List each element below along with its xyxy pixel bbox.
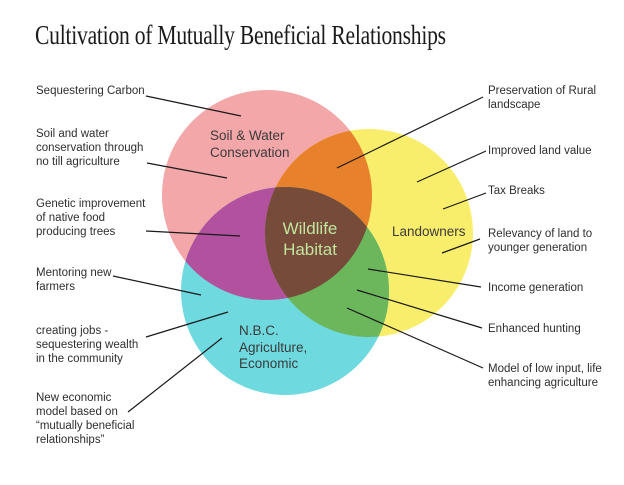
connector-sequestering-carbon <box>145 95 242 117</box>
label-genetic-improvement: Genetic improvement of native food produ… <box>36 198 146 238</box>
label-soil-water-conservation: Soil and water conservation through no t… <box>36 128 144 168</box>
label-creating-jobs: creating jobs - sequestering wealth in t… <box>36 325 139 365</box>
soil-water-circle-label: Soil & Water Conservation <box>210 128 290 160</box>
label-preservation-rural: Preservation of Rural landscape <box>488 85 597 111</box>
connector-income-generation <box>367 268 482 288</box>
label-income-generation: Income generation <box>488 282 584 294</box>
label-low-input-model: Model of low input, life enhancing agric… <box>488 363 602 389</box>
wildlife-habitat-label: Wildlife Habitat <box>282 219 338 259</box>
label-mentoring-farmers: Mentoring new farmers <box>36 267 112 293</box>
label-new-economic-model: New economic model based on “mutually be… <box>36 392 135 446</box>
connector-new-economic-model <box>127 337 223 413</box>
label-sequestering-carbon: Sequestering Carbon <box>36 85 145 97</box>
label-improved-land-value: Improved land value <box>488 145 592 157</box>
label-relevancy-land: Relevancy of land to younger generation <box>488 228 593 254</box>
connector-genetic-improvement <box>145 230 241 237</box>
connector-mentoring-farmers <box>112 275 202 296</box>
connector-soil-water-conservation <box>146 162 228 179</box>
slide-title: Cultivation of Mutually Beneficial Relat… <box>35 20 446 50</box>
connector-tax-breaks <box>442 192 487 210</box>
connector-preservation-rural <box>336 96 484 169</box>
connector-enhanced-hunting <box>356 289 483 329</box>
wildlife-habitat-region <box>265 187 372 300</box>
connector-low-input-model <box>346 307 484 369</box>
nbc-circle-label: N.B.C. Agriculture, Economic <box>239 323 308 371</box>
connector-improved-land-value <box>416 150 487 183</box>
label-tax-breaks: Tax Breaks <box>488 185 545 197</box>
connector-creating-jobs <box>145 311 229 338</box>
connector-relevancy-land <box>441 238 481 254</box>
connector-lines <box>112 95 487 413</box>
label-enhanced-hunting: Enhanced hunting <box>488 323 581 335</box>
landowners-circle-label: Landowners <box>392 224 466 239</box>
